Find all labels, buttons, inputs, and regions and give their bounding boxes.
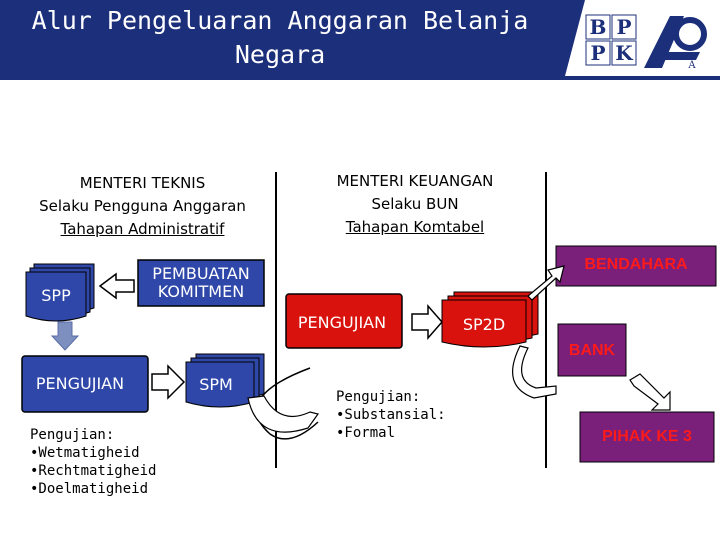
pengujian-center-box [285,293,403,349]
bppk-logo: B P P K [585,14,637,66]
label-line: KOMITMEN [157,282,245,301]
sp2d-document-stack [441,291,539,348]
logo-letter: B [590,15,607,39]
bank-label: BANK [568,342,616,359]
pengujian-center-label: PENGUJIAN [297,313,387,332]
notes-item: •Substansial: [336,407,446,423]
notes-heading: Pengujian: [30,427,115,443]
pihak-ke-3-label: PIHAK KE 3 [602,428,692,445]
header-band [0,0,720,80]
label-line: PEMBUATAN [152,264,250,283]
left-arrow [98,272,135,300]
diagonal-arrow [629,373,671,411]
heading-line: Selaku Pengguna Anggaran [39,197,246,215]
heading-stage: Tahapan Administratif [60,220,225,238]
notes-item: •Rechtmatigheid [30,463,157,479]
pengujian-left-box [21,355,149,413]
page-title: Alur Pengeluaran Anggaran Belanja Negara [31,6,529,69]
spm-label: SPM [199,375,233,394]
column-divider [275,172,277,468]
heading-stage: Tahapan Komtabel [345,218,485,236]
right-column-heading: MENTERI KEUANGAN Selaku BUN Tahapan Komt… [290,170,540,239]
right-arrow [411,304,443,340]
notes-item: •Formal [336,425,396,441]
bank-box [557,323,627,377]
header-background [0,0,720,80]
heading-line: Selaku BUN [371,195,459,213]
spp-label: SPP [41,286,71,305]
logo-letter: P [590,41,605,65]
bendahara-box [555,245,717,287]
heading-line: MENTERI KEUANGAN [336,172,494,190]
logo-letter: K [615,41,633,65]
right-arrow [151,364,186,400]
notes-item: •Wetmatigheid [30,445,140,461]
spp-document-stack [25,263,95,322]
second-logo: A [640,12,715,71]
bendahara-label: BENDAHARA [584,256,688,273]
pengujian-left-label: PENGUJIAN [35,374,125,393]
logo-letter: P [616,15,631,39]
sp2d-label: SP2D [462,315,506,334]
column-divider [545,172,547,468]
diagonal-arrow [527,265,565,301]
heading-line: MENTERI TEKNIS [79,174,206,192]
curved-arrow [256,367,319,440]
notes-heading: Pengujian: [336,389,421,405]
left-notes: Pengujian: •Wetmatigheid •Rechtmatigheid… [30,426,156,498]
pihak-ke-3-box [579,411,715,463]
curved-arrow [512,345,557,399]
pembuatan-komitmen-box [137,259,265,307]
spm-document-stack [185,353,265,408]
curved-arrow-head [247,395,320,433]
logo-letter: A [687,60,696,70]
notes-item: •Doelmatigheid [30,481,149,497]
pembuatan-komitmen-label: PEMBUATAN KOMITMEN [138,262,264,304]
left-column-heading: MENTERI TEKNIS Selaku Pengguna Anggaran … [10,172,275,241]
down-arrow [50,321,80,351]
center-notes: Pengujian: •Substansial: •Formal [336,388,446,442]
